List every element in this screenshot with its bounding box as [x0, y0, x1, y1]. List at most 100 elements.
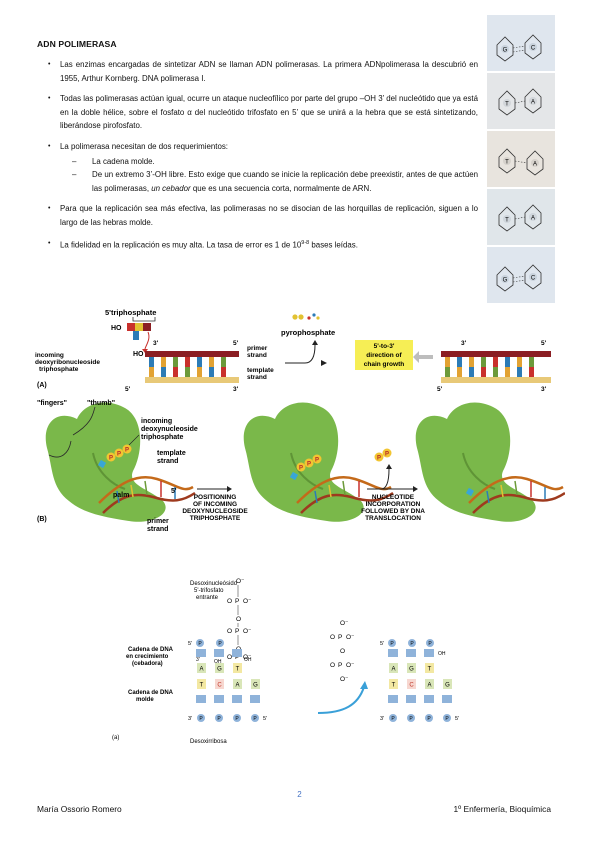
incoming-label: incoming [35, 352, 64, 359]
deoxy-label: Desoxinucleósido [190, 581, 238, 587]
phosphorus-label: P [235, 654, 239, 661]
base-letter: A [235, 683, 239, 689]
base-letter: A [427, 683, 431, 689]
phosphate-letter: P [390, 641, 394, 647]
base-letter: A [391, 667, 395, 673]
phosphate-letter: P [307, 462, 311, 468]
phosphate-letter: P [235, 716, 239, 722]
incoming-label: triphosphate [141, 434, 183, 441]
base-pair-figure: G C [487, 247, 555, 303]
phosphorus-label: P [338, 634, 342, 641]
sub-item-text: que es una secuencia corta, normalmente … [190, 183, 372, 193]
base-letter: T [428, 667, 432, 673]
growing-strand-label: Cadena de DNA [128, 647, 174, 653]
incoming-label: triphosphate [39, 366, 79, 373]
primer-label: primer [147, 518, 169, 525]
template-label: template [247, 367, 274, 374]
base-letter: T [236, 667, 240, 673]
pyrophosphate-label: pyrophosphate [281, 328, 335, 337]
fingers-label: "fingers" [37, 400, 67, 407]
sub-item: De un extremo 3’-OH libre. Esto exige qu… [72, 168, 478, 195]
end-label: 3' [233, 386, 239, 393]
sub-item-text: De un extremo 3’-OH libre. Esto exige qu… [92, 170, 478, 193]
phosphate-letter: P [377, 456, 381, 462]
base-letter: A [531, 216, 535, 222]
positioning-step: POSITIONING OF INCOMING DEOXYNUCLEOSIDE … [182, 486, 248, 522]
phosphate-letter: P [253, 716, 257, 722]
base-letter: T [200, 683, 204, 689]
left-duplex: 5' P P OH 3' A G T OH T C A G 3' P P P [188, 639, 267, 722]
incorporation-label: FOLLOWED BY DNA [361, 508, 425, 515]
incoming-label: deoxyribonucleoside [35, 359, 100, 366]
phosphate-letter: P [109, 456, 113, 462]
page-number: 2 [297, 790, 302, 799]
direction-label: direction of [366, 352, 402, 359]
base-letter: C [217, 683, 222, 689]
footer-author: María Ossorio Romero [37, 804, 122, 814]
bullet-paragraph: La polimerasa necesitan de dos requerimi… [48, 140, 478, 154]
base-letter: C [531, 46, 536, 52]
base-letter: G [253, 683, 258, 689]
ho-label: HO [111, 325, 122, 332]
end-label: 3' [380, 716, 384, 722]
bullet-paragraph: La fidelidad en la replicación es muy al… [48, 237, 478, 252]
page-title: ADN POLIMERASA [37, 39, 117, 49]
oxygen-label: O [227, 628, 232, 635]
hydroxyl-label: OH [438, 651, 446, 657]
oxygen-label: O⁻ [236, 578, 245, 585]
phosphate-letter: P [315, 458, 319, 464]
phosphate-letter: P [409, 716, 413, 722]
end-label: 5' [125, 386, 131, 393]
oxygen-label: O⁻ [340, 620, 349, 627]
incoming-nucleotide: 5'triphosphate HO [105, 308, 156, 353]
oxygen-label: O⁻ [243, 628, 252, 635]
sub-item-italic: un cebador [151, 183, 191, 193]
base-letter: C [409, 683, 414, 689]
end-label: 3' [188, 716, 192, 722]
polymerase-enzyme-right [415, 402, 565, 522]
template-strand-label: molde [136, 697, 154, 703]
growing-strand-label: (cebadora) [132, 661, 163, 667]
oxygen-label: O⁻ [340, 676, 349, 683]
triphosphate-label: 5'triphosphate [105, 308, 156, 317]
positioning-label: POSITIONING [194, 494, 237, 501]
oxygen-label: O [340, 648, 345, 655]
end-label: 5' [380, 641, 384, 647]
base-pair-figure: T A [487, 73, 555, 129]
base-pair-figure: T A [487, 131, 555, 187]
direction-label: chain growth [364, 361, 404, 368]
oxygen-label: O⁻ [346, 634, 355, 641]
base-letter: T [392, 683, 396, 689]
pyrophosphate-release: pyrophosphate [281, 313, 335, 366]
reaction-arrow [317, 686, 365, 714]
direction-box: 5'-to-3' direction of chain growth [355, 340, 433, 370]
incoming-label: deoxynucleoside [141, 426, 198, 433]
phosphate-letter: P [427, 716, 431, 722]
fidelity-exponent: 9-8 [301, 239, 310, 246]
growing-strand-label: en crecimiento [126, 654, 169, 660]
base-letter: G [409, 667, 414, 673]
phosphate-letter: P [385, 452, 389, 458]
end-label: 3' [461, 340, 467, 347]
oxygen-label: O [330, 634, 335, 641]
end-label: 5' [437, 386, 443, 393]
template-label: template [157, 450, 186, 457]
end-label: 5' [233, 340, 239, 347]
main-text: Las enzimas encargadas de sintetizar ADN… [48, 58, 478, 259]
figure-a-label: (A) [37, 382, 47, 389]
base-letter: A [531, 100, 535, 106]
oxygen-label: O [227, 598, 232, 605]
dna-duplex-right: 3' 5' 5' 3' [437, 340, 551, 393]
sub-item: La cadena molde. [72, 155, 478, 169]
oxygen-label: O [236, 616, 241, 623]
oxygen-label: O⁻ [346, 662, 355, 669]
phosphate-letter: P [117, 452, 121, 458]
end-label: 5' [455, 716, 459, 722]
template-strand-label: Cadena de DNA [128, 690, 174, 696]
direction-label: 5'-to-3' [374, 343, 395, 350]
phosphate-letter: P [199, 716, 203, 722]
deoxy-label: entrante [196, 595, 219, 601]
template-label: strand [157, 458, 178, 465]
base-pair-figure: T A [487, 189, 555, 245]
end-label: 3' [153, 340, 159, 347]
